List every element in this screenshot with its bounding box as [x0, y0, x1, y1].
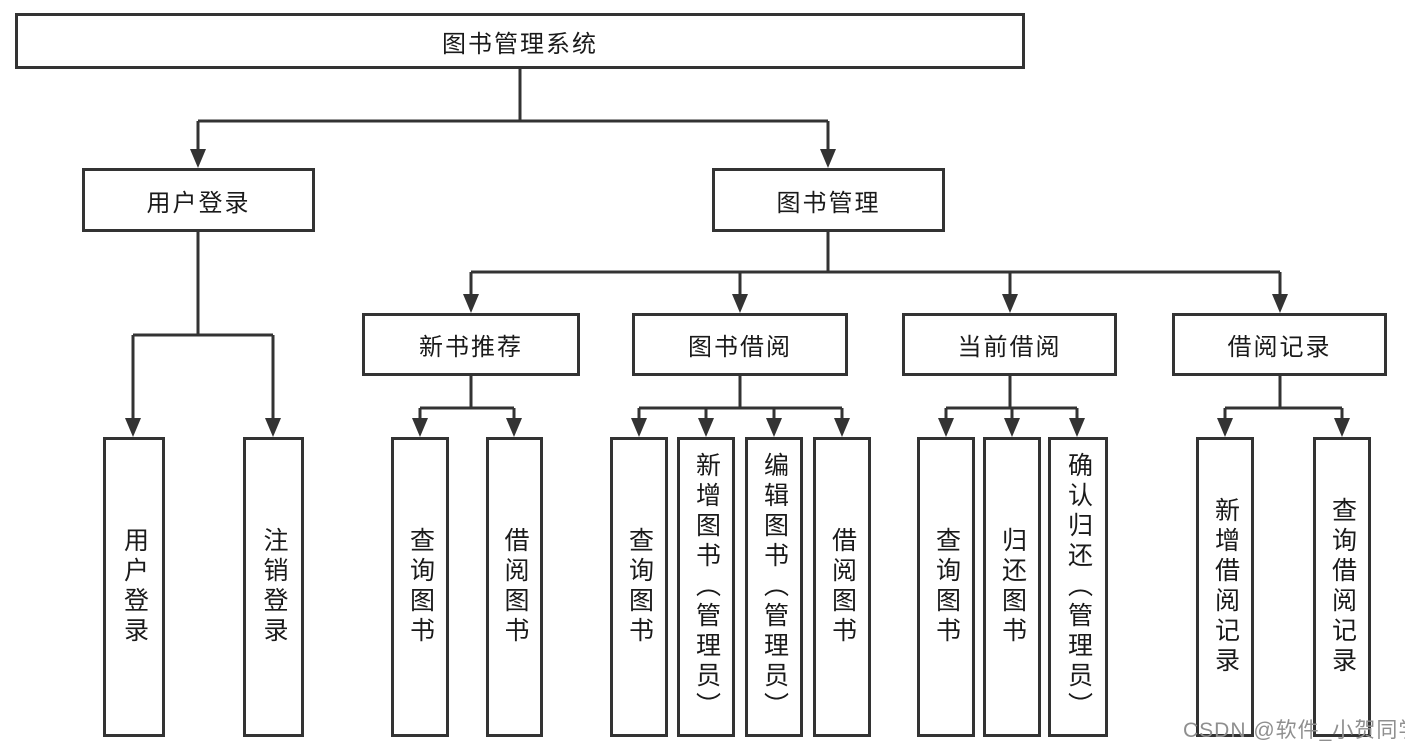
node-label: 新增图书（管理员） — [692, 452, 721, 722]
node-label: 归还图书 — [998, 527, 1027, 647]
node-current-borrowing: 当前借阅 — [902, 313, 1117, 376]
node-label: 用户登录 — [120, 527, 149, 647]
node-library-management-system: 图书管理系统 — [15, 13, 1025, 69]
node-book-borrowing: 图书借阅 — [632, 313, 848, 376]
node-label: 图书管理系统 — [442, 30, 598, 58]
leaf-add-book-admin: 新增图书（管理员） — [677, 437, 735, 737]
node-label: 查询图书 — [625, 527, 654, 647]
node-borrowing-records: 借阅记录 — [1172, 313, 1387, 376]
leaf-query-books-1: 查询图书 — [391, 437, 449, 737]
leaf-borrow-books-2: 借阅图书 — [813, 437, 871, 737]
node-label: 图书管理 — [776, 189, 881, 217]
leaf-query-borrow-record: 查询借阅记录 — [1313, 437, 1371, 737]
node-user-login: 用户登录 — [82, 168, 315, 232]
leaf-edit-book-admin: 编辑图书（管理员） — [745, 437, 803, 737]
leaf-query-books-3: 查询图书 — [917, 437, 975, 737]
node-label: 编辑图书（管理员） — [760, 452, 789, 722]
leaf-borrow-books-1: 借阅图书 — [486, 437, 543, 737]
node-label: 查询图书 — [406, 527, 435, 647]
node-label: 借阅图书 — [828, 527, 857, 647]
node-label: 借阅图书 — [501, 527, 529, 647]
node-label: 借阅记录 — [1227, 334, 1332, 361]
node-label: 查询借阅记录 — [1328, 497, 1357, 677]
node-book-management: 图书管理 — [712, 168, 945, 232]
node-label: 图书借阅 — [688, 334, 792, 361]
leaf-logout: 注销登录 — [243, 437, 304, 737]
node-label: 新书推荐 — [419, 334, 523, 361]
csdn-watermark: CSDN @软件_小贺同学 — [1183, 719, 1405, 742]
leaf-user-login: 用户登录 — [103, 437, 165, 737]
leaf-confirm-return-admin: 确认归还（管理员） — [1048, 437, 1108, 737]
node-label: 查询图书 — [932, 527, 961, 647]
node-new-book-recommendation: 新书推荐 — [362, 313, 580, 376]
node-label: 注销登录 — [260, 527, 288, 647]
leaf-add-borrow-record: 新增借阅记录 — [1196, 437, 1254, 737]
node-label: 新增借阅记录 — [1211, 497, 1240, 677]
node-label: 用户登录 — [146, 189, 251, 217]
leaf-return-book: 归还图书 — [983, 437, 1041, 737]
node-label: 确认归还（管理员） — [1064, 452, 1093, 722]
leaf-query-books-2: 查询图书 — [610, 437, 668, 737]
node-label: 当前借阅 — [957, 334, 1062, 361]
